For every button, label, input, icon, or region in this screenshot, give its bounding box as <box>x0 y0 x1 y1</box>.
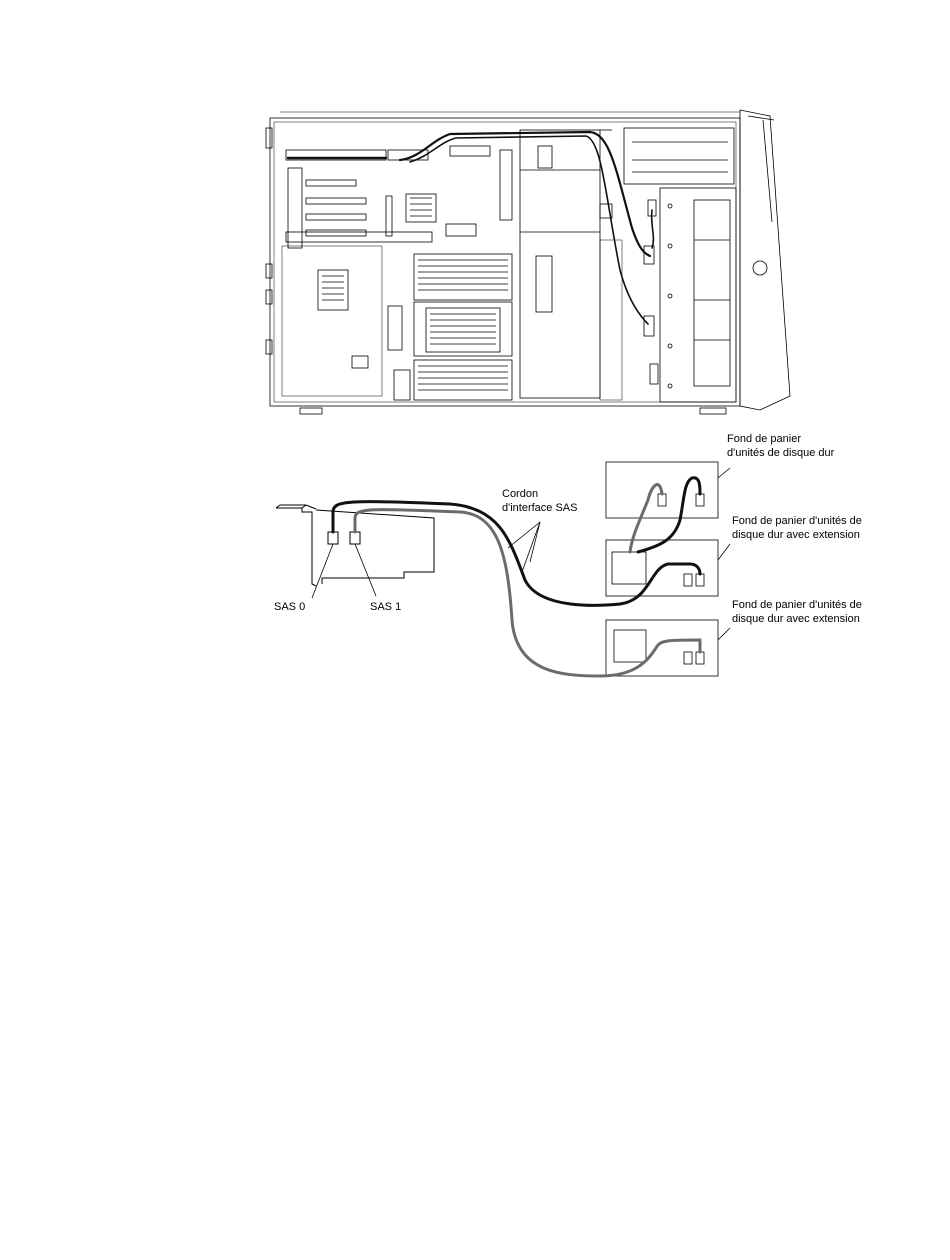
label-expander-2-line2: disque dur avec extension <box>732 613 860 625</box>
sas0-connector <box>328 532 338 544</box>
label-sas-cable: Cordon d'interface SAS <box>502 488 577 514</box>
label-expander-1: Fond de panier d'unités de disque dur av… <box>732 515 865 541</box>
label-backplane-line2: d'unités de disque dur <box>727 447 835 459</box>
label-sas-cable-line2: d'interface SAS <box>502 502 577 514</box>
label-expander-2: Fond de panier d'unités de disque dur av… <box>732 599 865 625</box>
label-backplane-line1: Fond de panier <box>727 433 801 445</box>
sas1-connector <box>350 532 360 544</box>
label-expander-1-line2: disque dur avec extension <box>732 529 860 541</box>
label-sas-cable-line1: Cordon <box>502 488 538 500</box>
label-expander-1-line1: Fond de panier d'unités de <box>732 515 862 527</box>
label-expander-2-line1: Fond de panier d'unités de <box>732 599 862 611</box>
label-sas1: SAS 1 <box>370 601 401 613</box>
label-sas0: SAS 0 <box>274 601 305 613</box>
chassis-sas-cables <box>288 132 653 324</box>
server-chassis-illustration <box>266 110 790 414</box>
label-backplane: Fond de panier d'unités de disque dur <box>727 433 835 459</box>
